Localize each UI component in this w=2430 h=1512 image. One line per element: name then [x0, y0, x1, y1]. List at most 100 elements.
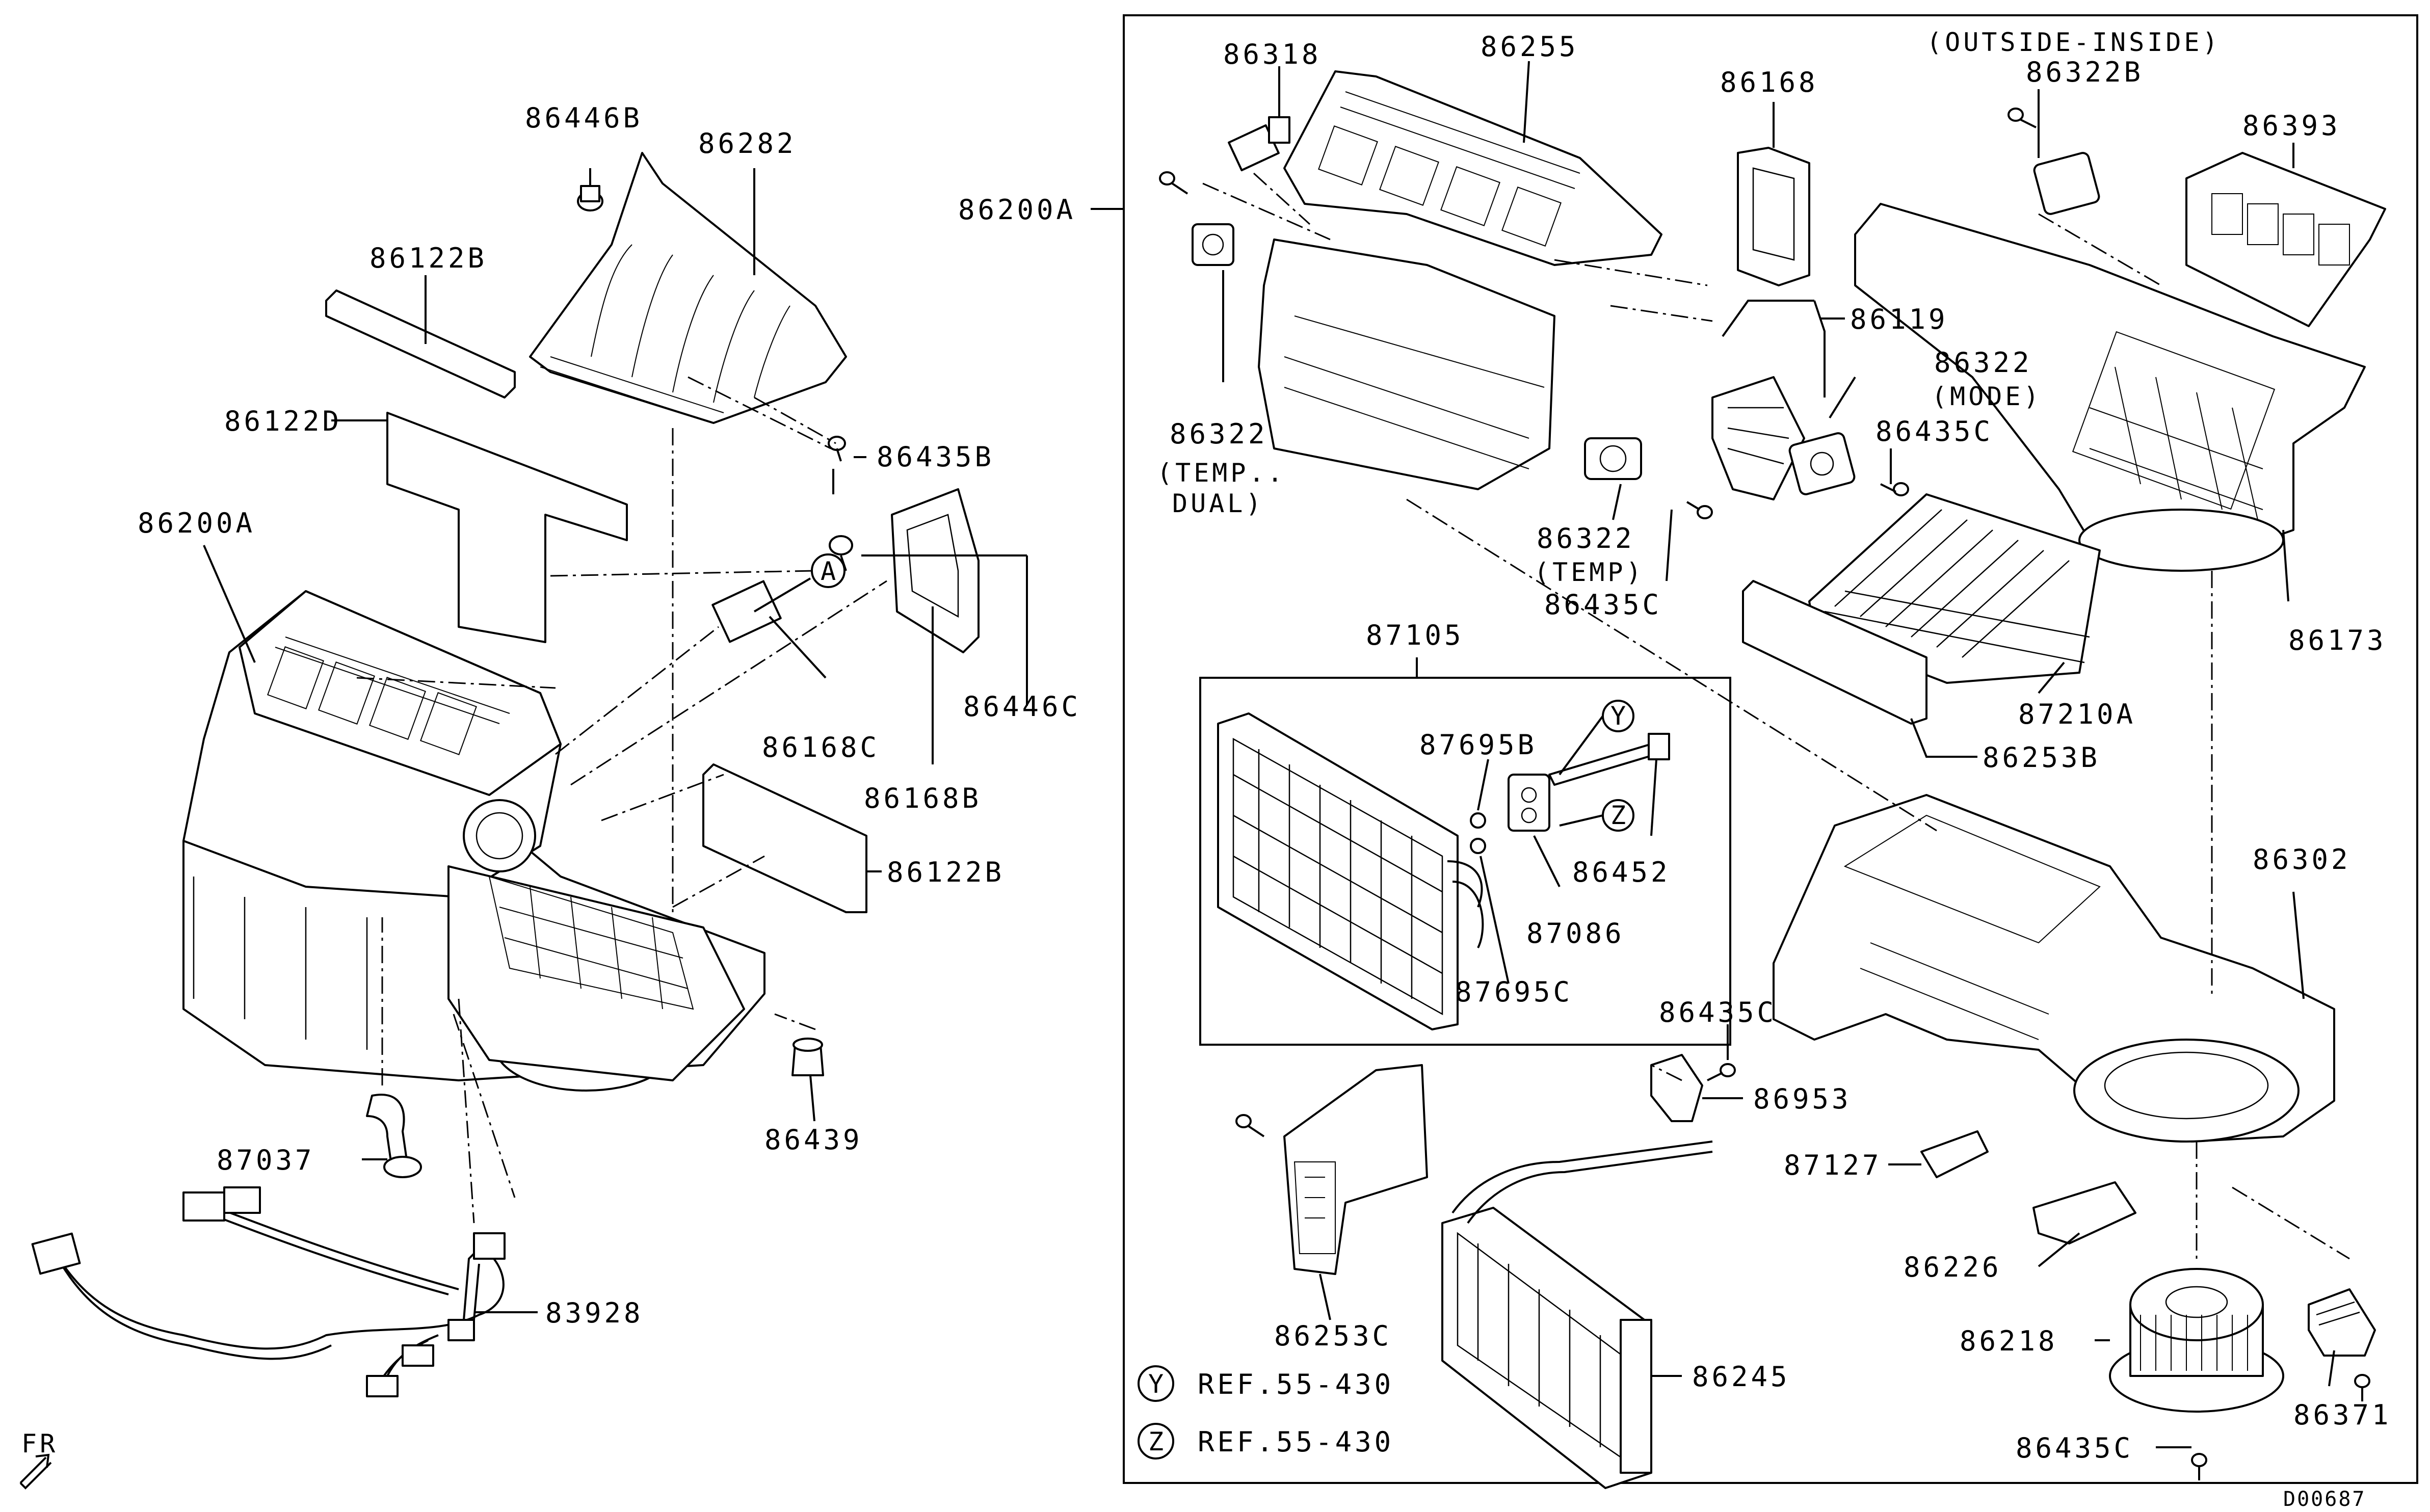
- label-A: A: [821, 556, 839, 586]
- label-87086: 87086: [1526, 917, 1625, 949]
- label-86953: 86953: [1753, 1083, 1852, 1115]
- label-86435C-a: 86435C: [1876, 415, 1993, 447]
- label-86245: 86245: [1692, 1361, 1790, 1393]
- label-Y: Y: [1610, 701, 1629, 731]
- label-86302: 86302: [2253, 843, 2351, 876]
- hvac-unit-assembly: [182, 590, 765, 1092]
- label-temp-dual-1: (TEMP..: [1157, 458, 1286, 488]
- label-86122B-top: 86122B: [369, 242, 487, 274]
- label-86452: 86452: [1572, 856, 1671, 888]
- part-87037-hose: [366, 1094, 422, 1178]
- label-86168C: 86168C: [762, 731, 880, 763]
- label-86446C: 86446C: [963, 691, 1081, 723]
- label-Z: Z: [1610, 801, 1629, 830]
- label-86371: 86371: [2293, 1399, 2392, 1431]
- clip-icon: [577, 185, 603, 211]
- label-86122D: 86122D: [224, 405, 342, 437]
- label-temp-dual-2: DUAL): [1172, 489, 1264, 518]
- label-86322-temp-dual: 86322: [1170, 418, 1268, 450]
- part-86218-blower-motor: [2109, 1268, 2284, 1413]
- part-86302-lower-case: [1773, 794, 2335, 1143]
- ref-y-circle-icon: [1138, 1365, 1174, 1402]
- part-87105-evaporator: [1217, 712, 1484, 1030]
- fr-arrow-icon: [19, 1453, 52, 1490]
- screw-icon: [2008, 108, 2037, 128]
- screw-icon: [1159, 171, 1188, 195]
- exploded-view-frame: [1123, 14, 2418, 1484]
- part-86322-temp-dual-actuator: [1192, 223, 1234, 266]
- part-86393-filter-door: [2185, 152, 2386, 327]
- part-86439-cap: [791, 1038, 824, 1076]
- part-87086-expansion-valve: [1508, 774, 1550, 832]
- ref-z-circle-icon: [1138, 1423, 1174, 1460]
- label-86168B: 86168B: [864, 782, 982, 814]
- part-86122B-strip-bottom: [702, 763, 867, 913]
- label-86226: 86226: [1904, 1251, 2002, 1283]
- label-87210A: 87210A: [2018, 698, 2136, 730]
- label-86439: 86439: [764, 1124, 863, 1156]
- part-86122B-strip-top: [325, 289, 516, 399]
- screw-icon: [1235, 1114, 1265, 1137]
- part-86168B-seal: [891, 488, 980, 653]
- label-ref-y: REF.55-430: [1198, 1368, 1394, 1400]
- label-83928: 83928: [545, 1297, 644, 1329]
- label-fr: FR: [21, 1429, 58, 1458]
- label-86168: 86168: [1720, 66, 1818, 98]
- label-86255: 86255: [1481, 31, 1579, 63]
- part-86168-frame: [1737, 147, 1810, 286]
- screw-icon: [2191, 1453, 2207, 1480]
- label-86119: 86119: [1850, 303, 1948, 335]
- screw-icon: [1707, 1063, 1736, 1081]
- part-86253B-strip: [1742, 580, 1927, 725]
- label-temp: (TEMP): [1534, 558, 1645, 587]
- part-86226-bracket: [2032, 1181, 2136, 1244]
- label-87695C: 87695C: [1455, 976, 1573, 1008]
- label-86435B: 86435B: [877, 441, 994, 473]
- part-86318-sensor: [1228, 92, 1290, 172]
- label-ref-z-key: Z: [1148, 1427, 1167, 1456]
- a-circle-icon: [811, 553, 846, 588]
- part-86953-bracket: [1650, 1054, 1703, 1122]
- evaporator-frame: [1199, 677, 1731, 1046]
- part-86452-bolt: [1548, 733, 1670, 786]
- screw-icon: [828, 436, 846, 462]
- label-87105: 87105: [1366, 619, 1464, 651]
- label-ref-z: REF.55-430: [1198, 1426, 1394, 1458]
- part-86255-upper-housing: [1283, 70, 1662, 266]
- drawing-code: D00687: [2283, 1488, 2366, 1511]
- part-86322B-actuator: [2033, 152, 2100, 215]
- part-87695B-oring: [1470, 812, 1486, 829]
- label-86173: 86173: [2288, 624, 2387, 656]
- screw-icon: [1880, 482, 1909, 496]
- part-86173-intake: [1854, 203, 2366, 572]
- label-86253C: 86253C: [1274, 1320, 1392, 1352]
- label-87127: 87127: [1784, 1149, 1882, 1181]
- part-86122D-plate: [386, 412, 628, 643]
- part-86253C-duct: [1283, 1064, 1428, 1275]
- part-86282-duct: [529, 152, 847, 424]
- label-86322B: 86322B: [2026, 56, 2144, 88]
- label-86446B: 86446B: [525, 102, 643, 134]
- part-86371-resistor: [2308, 1288, 2376, 1357]
- label-86435C-c: 86435C: [1659, 996, 1777, 1028]
- label-86322-temp: 86322: [1537, 522, 1635, 554]
- label-86122B-bottom: 86122B: [887, 856, 1005, 888]
- label-87037: 87037: [217, 1144, 315, 1176]
- screw-icon: [2354, 1374, 2370, 1401]
- label-86200A-left: 86200A: [138, 507, 255, 539]
- part-86168C-pad: [711, 580, 782, 643]
- label-87695B: 87695B: [1419, 729, 1537, 761]
- part-87127-clip: [1920, 1130, 1989, 1178]
- part-83928-harness: [31, 1186, 506, 1397]
- label-86318: 86318: [1223, 38, 1322, 70]
- part-86245-heater-core: [1441, 1140, 1713, 1489]
- part-87695C-oring: [1470, 838, 1486, 854]
- label-86435C-b: 86435C: [1544, 589, 1662, 621]
- label-ref-y-key: Y: [1148, 1369, 1167, 1399]
- part-86322-mode-actuator: [1788, 432, 1856, 495]
- label-86393: 86393: [2242, 110, 2341, 142]
- label-86200A-box: 86200A: [958, 194, 1076, 226]
- housing-lower-body: [1258, 238, 1555, 490]
- label-outside-inside: (OUTSIDE-INSIDE): [1926, 28, 2221, 57]
